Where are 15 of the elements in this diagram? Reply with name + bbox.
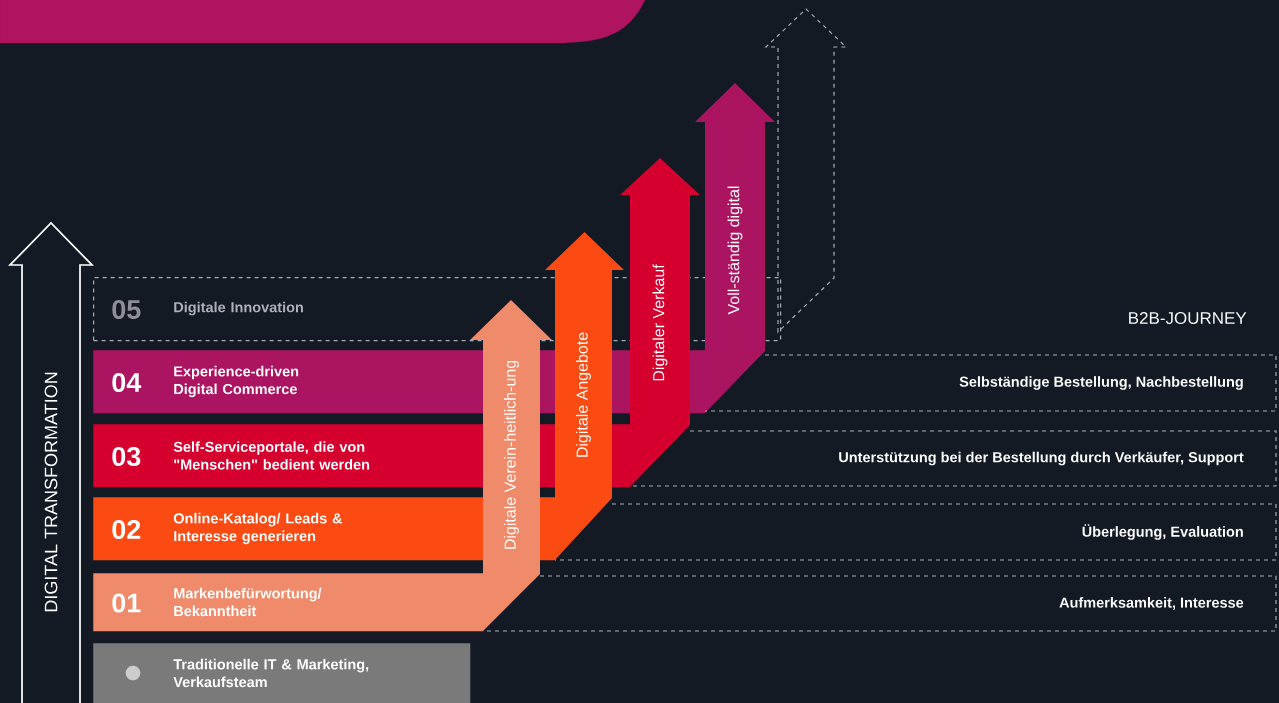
journey-stage-box: Überlegung, Evaluation — [554, 503, 1277, 561]
node-label: Experience-driven Digital Commerce — [174, 365, 299, 398]
node-label: Self-Serviceportale, die von "Menschen" bedient werden — [173, 441, 370, 470]
journey-stage-box: Selbständige Bestellung, Nachbestellung — [704, 354, 1277, 412]
node-label: Online-Katalog/ Leads & Interesse generieren — [173, 512, 343, 545]
level-band: Traditionelle IT & Marketing, Verkaufsteam — [93, 643, 471, 703]
node-label: Markenbefürwortung/ Bekanntheit — [174, 587, 322, 617]
level-band: 01 Markenbefürwortung/ Bekanntheit — [93, 573, 484, 632]
node-label: 02 — [112, 519, 141, 540]
journey-stage-box: Aufmerksamkeit, Interesse — [482, 575, 1277, 632]
node-label: 03 — [112, 446, 141, 467]
section-heading: B2B-JOURNEY — [1129, 311, 1247, 324]
node-label: 04 — [112, 372, 142, 393]
journey-stage-box: Unterstützung bei der Bestellung durch Verkäufer, Support — [631, 430, 1277, 487]
node-label: 01 — [112, 593, 141, 613]
